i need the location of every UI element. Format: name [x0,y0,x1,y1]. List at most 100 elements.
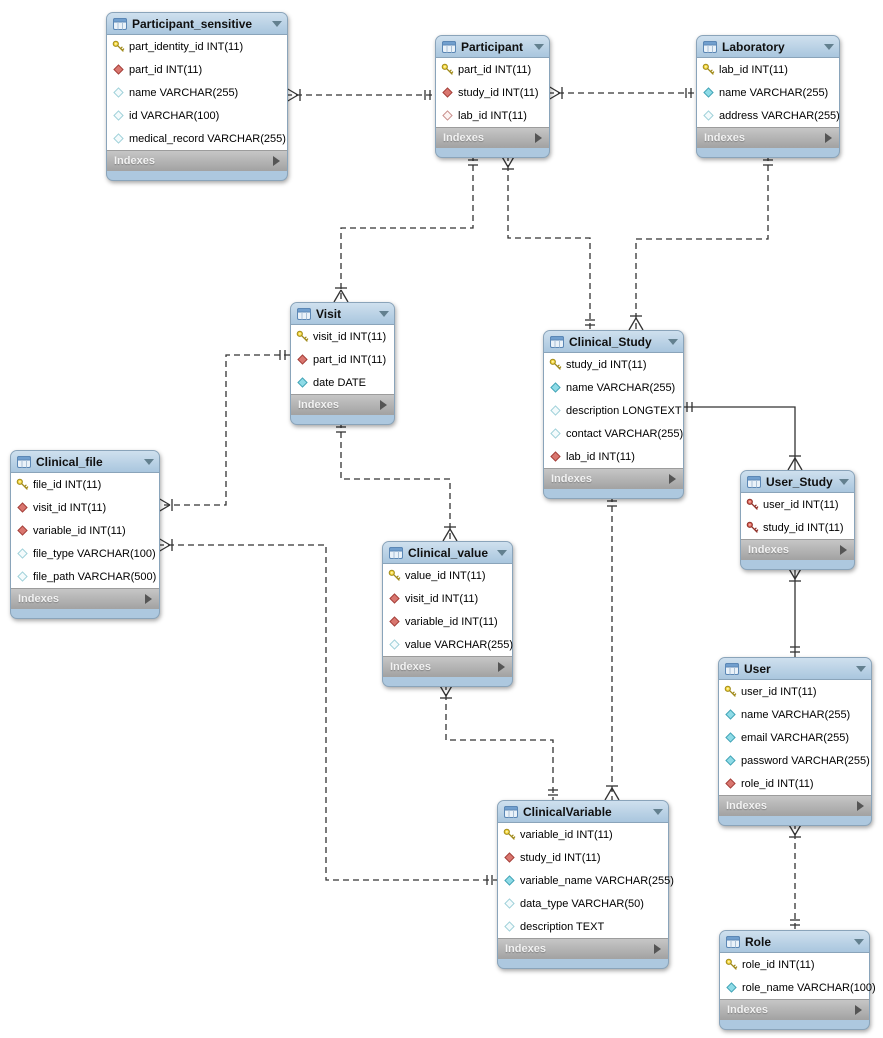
column-row-file_path[interactable]: file_path VARCHAR(500) [11,565,159,588]
column-row-variable_id[interactable]: variable_id INT(11) [11,519,159,542]
column-row-visit_id[interactable]: visit_id INT(11) [11,496,159,519]
column-row-value[interactable]: value VARCHAR(255) [383,633,513,656]
column-row-name[interactable]: name VARCHAR(255) [107,81,287,104]
table-header[interactable]: ClinicalVariable [498,801,668,822]
indexes-bar[interactable]: Indexes [741,540,854,560]
collapse-triangle-icon[interactable] [144,458,154,465]
indexes-bar[interactable]: Indexes [498,939,668,959]
column-row-file_id[interactable]: file_id INT(11) [11,473,159,496]
collapse-triangle-icon[interactable] [839,478,849,485]
column-row-contact[interactable]: contact VARCHAR(255) [544,422,683,445]
expand-arrow-icon[interactable] [380,400,387,410]
table-header[interactable]: Role [720,931,869,952]
column-row-part_id[interactable]: part_id INT(11) [291,348,394,371]
column-row-part_identity_id[interactable]: part_identity_id INT(11) [107,35,287,58]
column-row-role_id[interactable]: role_id INT(11) [719,772,871,795]
expand-arrow-icon[interactable] [669,474,676,484]
collapse-triangle-icon[interactable] [534,43,544,50]
relationship-Visit-Clinical_value[interactable] [336,422,458,542]
indexes-bar[interactable]: Indexes [697,128,839,148]
indexes-bar[interactable]: Indexes [544,469,683,489]
column-row-variable_id[interactable]: variable_id INT(11) [498,823,668,846]
expand-arrow-icon[interactable] [498,662,505,672]
collapse-triangle-icon[interactable] [856,665,866,672]
column-row-address[interactable]: address VARCHAR(255) [697,104,840,127]
collapse-triangle-icon[interactable] [497,549,507,556]
table-header[interactable]: User_Study [741,471,854,492]
column-row-file_type[interactable]: file_type VARCHAR(100) [11,542,159,565]
column-row-data_type[interactable]: data_type VARCHAR(50) [498,892,668,915]
relationship-Visit-Clinical_file[interactable] [157,350,290,513]
relationship-Clinical_Study-ClinicalVariable[interactable] [604,496,620,801]
relationship-Participant-Clinical_Study[interactable] [500,154,595,330]
column-row-variable_name[interactable]: variable_name VARCHAR(255) [498,869,674,892]
collapse-triangle-icon[interactable] [854,938,864,945]
table-header[interactable]: Laboratory [697,36,839,57]
column-row-part_id[interactable]: part_id INT(11) [436,58,549,81]
collapse-triangle-icon[interactable] [824,43,834,50]
column-row-email[interactable]: email VARCHAR(255) [719,726,871,749]
column-row-lab_id[interactable]: lab_id INT(11) [544,445,683,468]
column-row-study_id[interactable]: study_id INT(11) [498,846,668,869]
column-row-visit_id[interactable]: visit_id INT(11) [383,587,512,610]
expand-arrow-icon[interactable] [855,1005,862,1015]
relationship-Participant_sensitive-Participant[interactable] [285,87,435,103]
table-header[interactable]: Clinical_value [383,542,512,563]
column-row-visit_id[interactable]: visit_id INT(11) [291,325,394,348]
relationship-Clinical_file-ClinicalVariable[interactable] [157,537,497,885]
indexes-bar[interactable]: Indexes [719,796,871,816]
column-row-role_id[interactable]: role_id INT(11) [720,953,869,976]
column-row-name[interactable]: name VARCHAR(255) [544,376,683,399]
column-row-lab_id[interactable]: lab_id INT(11) [697,58,839,81]
column-row-study_id[interactable]: study_id INT(11) [436,81,549,104]
collapse-triangle-icon[interactable] [379,310,389,317]
table-header[interactable]: Participant_sensitive [107,13,287,34]
expand-arrow-icon[interactable] [857,801,864,811]
column-row-id[interactable]: id VARCHAR(100) [107,104,287,127]
collapse-triangle-icon[interactable] [653,808,663,815]
relationship-User-Role[interactable] [787,822,803,930]
column-row-description[interactable]: description LONGTEXT [544,399,683,422]
column-row-name[interactable]: name VARCHAR(255) [719,703,871,726]
column-row-user_id[interactable]: user_id INT(11) [741,493,854,516]
relationship-Clinical_value-ClinicalVariable[interactable] [438,683,558,800]
expand-arrow-icon[interactable] [654,944,661,954]
expand-arrow-icon[interactable] [535,133,542,143]
table-header[interactable]: Clinical_Study [544,331,683,352]
expand-arrow-icon[interactable] [825,133,832,143]
table-header[interactable]: Clinical_file [11,451,159,472]
column-row-password[interactable]: password VARCHAR(255) [719,749,871,772]
collapse-triangle-icon[interactable] [668,338,678,345]
column-row-name[interactable]: name VARCHAR(255) [697,81,839,104]
relationship-Clinical_Study-User_Study[interactable] [682,402,803,471]
column-row-medical_record[interactable]: medical_record VARCHAR(255) [107,127,287,150]
indexes-bar[interactable]: Indexes [11,589,159,609]
column-row-value_id[interactable]: value_id INT(11) [383,564,512,587]
expand-arrow-icon[interactable] [273,156,280,166]
column-row-role_name[interactable]: role_name VARCHAR(100) [720,976,876,999]
expand-arrow-icon[interactable] [840,545,847,555]
collapse-triangle-icon[interactable] [272,20,282,27]
column-row-user_id[interactable]: user_id INT(11) [719,680,871,703]
column-row-variable_id[interactable]: variable_id INT(11) [383,610,512,633]
indexes-bar[interactable]: Indexes [383,657,512,677]
relationship-Participant-Visit[interactable] [333,155,478,303]
column-row-part_id[interactable]: part_id INT(11) [107,58,287,81]
column-row-study_id[interactable]: study_id INT(11) [544,353,683,376]
column-row-study_id[interactable]: study_id INT(11) [741,516,854,539]
table-header[interactable]: Visit [291,303,394,324]
table-header[interactable]: User [719,658,871,679]
table-header[interactable]: Participant [436,36,549,57]
indexes-bar[interactable]: Indexes [291,395,394,415]
column-row-date[interactable]: date DATE [291,371,394,394]
indexes-bar[interactable]: Indexes [107,151,287,171]
